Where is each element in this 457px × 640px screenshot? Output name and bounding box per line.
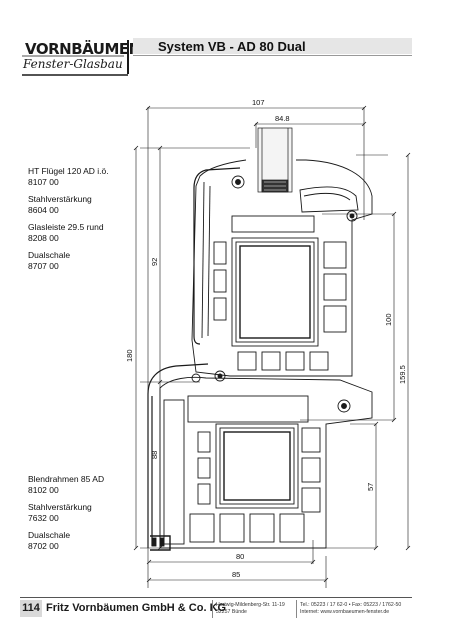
dim-57: 57 bbox=[366, 483, 375, 491]
header-rule bbox=[133, 55, 412, 56]
logo-frame bbox=[22, 40, 129, 76]
label-ht-fluegel: HT Flügel 120 AD i.ö. 8107 00 bbox=[28, 166, 109, 187]
label-dualschale-top: Dualschale 8707 00 bbox=[28, 250, 70, 271]
company-name: Fritz Vornbäumen GmbH & Co. KG bbox=[46, 602, 227, 614]
page-title: System VB - AD 80 Dual bbox=[158, 39, 306, 54]
label-code: 8702 00 bbox=[28, 540, 59, 551]
label-name: Dualschale bbox=[28, 250, 71, 260]
dim-180: 180 bbox=[125, 349, 134, 362]
label-name: Glasleiste 29.5 rund bbox=[28, 222, 104, 232]
label-code: 8102 00 bbox=[28, 484, 59, 495]
label-blendrahmen: Blendrahmen 85 AD 8102 00 bbox=[28, 474, 104, 495]
dim-88: 88 bbox=[150, 451, 159, 459]
address-city: 32257 Bünde bbox=[216, 609, 247, 615]
page-number: 114 bbox=[20, 600, 42, 617]
label-stahlverstaerkung-bottom: Stahlverstärkung 7632 00 bbox=[28, 502, 92, 523]
label-name: Dualschale bbox=[28, 530, 71, 540]
company-logo: VORNBÄUMEN Fenster-Glasbau bbox=[20, 38, 141, 78]
label-name: Stahlverstärkung bbox=[28, 194, 92, 204]
footer-rule bbox=[20, 597, 412, 598]
label-name: HT Flügel 120 AD i.ö. bbox=[28, 166, 109, 176]
sash-profile bbox=[191, 159, 373, 382]
label-code: 8208 00 bbox=[28, 232, 59, 243]
label-code: 7632 00 bbox=[28, 512, 59, 523]
contact-phone: Tel.: 05223 / 17 62-0 • Fax: 05223 / 176… bbox=[300, 602, 402, 608]
footer-contact: Tel.: 05223 / 17 62-0 • Fax: 05223 / 176… bbox=[300, 602, 401, 616]
title-bar bbox=[133, 38, 412, 54]
label-code: 8707 00 bbox=[28, 260, 59, 271]
logo-tagline: Fenster-Glasbau bbox=[23, 57, 123, 71]
dim-100: 100 bbox=[384, 313, 393, 326]
label-code: 8604 00 bbox=[28, 204, 59, 215]
label-name: Stahlverstärkung bbox=[28, 502, 92, 512]
footer-address: Hartwig-Mildenberg-Str. 11-19 32257 Bünd… bbox=[216, 602, 285, 616]
label-code: 8107 00 bbox=[28, 176, 59, 187]
dim-84-8: 84.8 bbox=[275, 114, 290, 123]
logo-wordmark: VORNBÄUMEN bbox=[25, 40, 141, 58]
dim-159-5: 159.5 bbox=[398, 365, 407, 384]
label-glasleiste: Glasleiste 29.5 rund 8208 00 bbox=[28, 222, 104, 243]
contact-web: Internet: www.vornbaeumen-fenster.de bbox=[300, 609, 390, 615]
dim-85: 85 bbox=[232, 570, 240, 579]
aluminium-shell bbox=[147, 167, 241, 548]
label-name: Blendrahmen 85 AD bbox=[28, 474, 105, 484]
footer-separator bbox=[296, 600, 297, 618]
label-dualschale-bottom: Dualschale 8702 00 bbox=[28, 530, 70, 551]
label-stahlverstaerkung-top: Stahlverstärkung 8604 00 bbox=[28, 194, 92, 215]
dim-80: 80 bbox=[236, 552, 244, 561]
footer-separator bbox=[212, 600, 213, 618]
dim-107: 107 bbox=[252, 98, 265, 107]
dim-92: 92 bbox=[150, 258, 159, 266]
frame-profile bbox=[150, 373, 373, 551]
glazing-unit bbox=[257, 127, 293, 193]
address-street: Hartwig-Mildenberg-Str. 11-19 bbox=[216, 602, 285, 608]
